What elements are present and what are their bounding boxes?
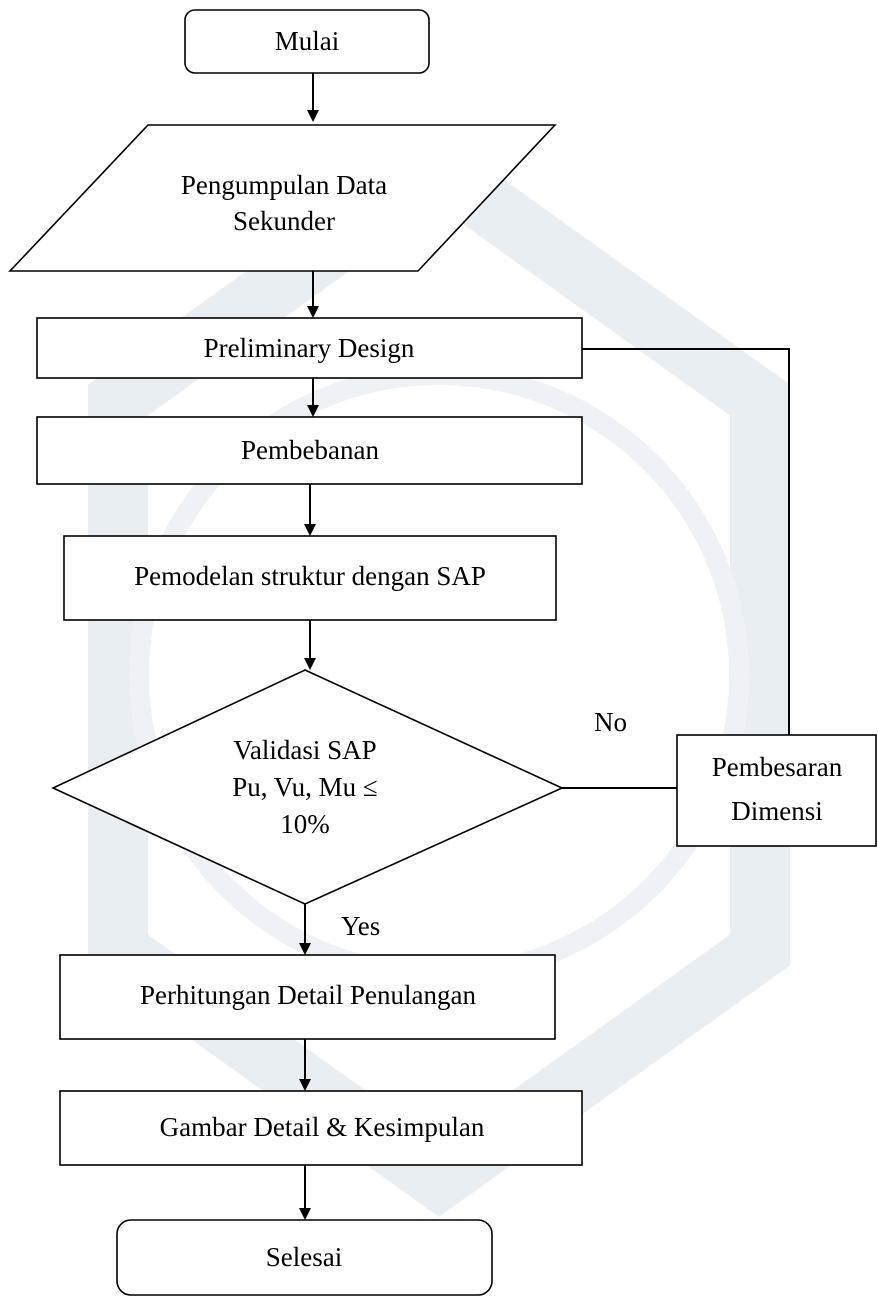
modeling-box [63, 535, 557, 621]
branch-no-label: No [594, 707, 627, 737]
collect-data-line1: Pengumpulan Data [181, 170, 387, 200]
drawing-label: Gambar Detail & Kesimpulan [160, 1112, 485, 1142]
end-terminator [116, 1219, 493, 1296]
resize-box [676, 734, 877, 847]
start-terminator [184, 9, 430, 74]
modeling-label: Pemodelan struktur dengan SAP [134, 561, 486, 591]
drawing-box [59, 1090, 583, 1166]
collect-data-shape [8, 124, 557, 272]
preliminary-design-box [36, 317, 583, 379]
collect-data-line2: Sekunder [233, 206, 335, 236]
end-label: Selesai [266, 1242, 342, 1272]
validation-line2: Pu, Vu, Mu ≤ [232, 772, 377, 802]
validation-diamond [51, 669, 564, 905]
reinforcement-label: Perhitungan Detail Penulangan [140, 980, 476, 1010]
loading-box [36, 416, 583, 485]
resize-line2: Dimensi [731, 796, 823, 826]
resize-line1: Pembesaran [712, 752, 843, 782]
validation-line3: 10% [280, 809, 330, 839]
validation-line1: Validasi SAP [233, 735, 376, 765]
loading-label: Pembebanan [241, 435, 379, 465]
edge-resize-to-preliminary [582, 348, 790, 735]
reinforcement-box [59, 954, 556, 1040]
branch-yes-label: Yes [341, 911, 380, 941]
preliminary-design-label: Preliminary Design [204, 333, 415, 363]
start-label: Mulai [275, 26, 340, 56]
